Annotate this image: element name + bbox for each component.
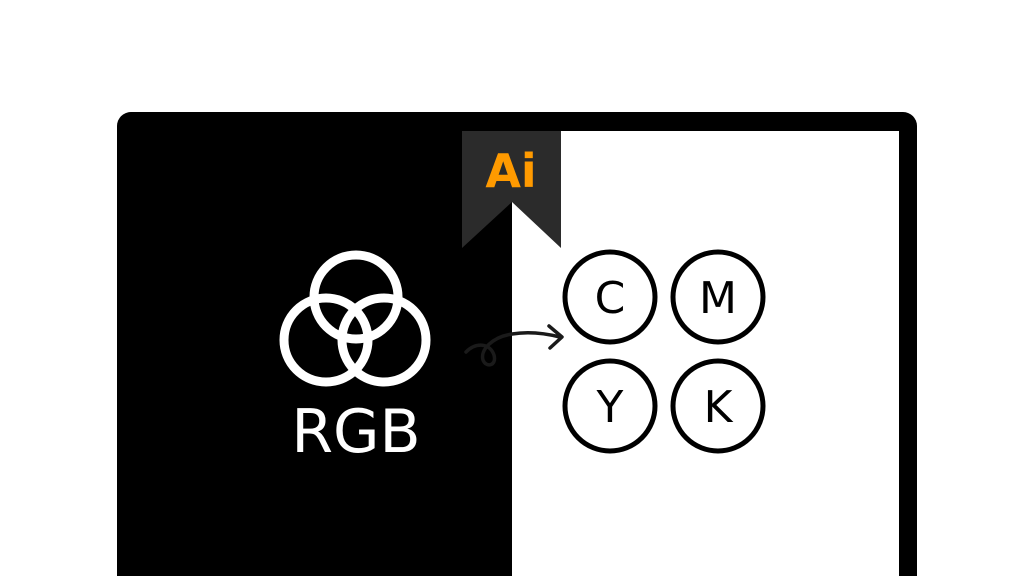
monitor-screen xyxy=(135,131,899,576)
rgb-circle-left xyxy=(279,293,373,387)
cmyk-letter-m: M xyxy=(699,273,737,324)
arrow-shaft xyxy=(464,331,562,367)
cmyk-letter-c: C xyxy=(595,273,626,324)
cmyk-letter-k: K xyxy=(704,382,734,433)
rgb-circle-right xyxy=(337,293,431,387)
three-overlapping-circles-icon xyxy=(279,250,431,387)
arrow-head xyxy=(547,324,564,350)
rgb-panel xyxy=(135,131,512,576)
cmyk-grid: C M Y K xyxy=(562,249,766,454)
badge-label: Ai xyxy=(485,144,536,198)
cmyk-panel xyxy=(512,131,899,576)
rgb-label: RGB xyxy=(291,397,420,467)
cmyk-letter-y: Y xyxy=(596,382,624,433)
badge-bookmark xyxy=(462,131,561,248)
cmyk-circle-y xyxy=(562,358,658,454)
cmyk-circle-c xyxy=(562,249,658,345)
adobe-illustrator-icon: Ai xyxy=(462,131,561,248)
looped-arrow-icon xyxy=(464,324,564,367)
cmyk-circle-k xyxy=(670,358,766,454)
cmyk-circle-m xyxy=(670,249,766,345)
